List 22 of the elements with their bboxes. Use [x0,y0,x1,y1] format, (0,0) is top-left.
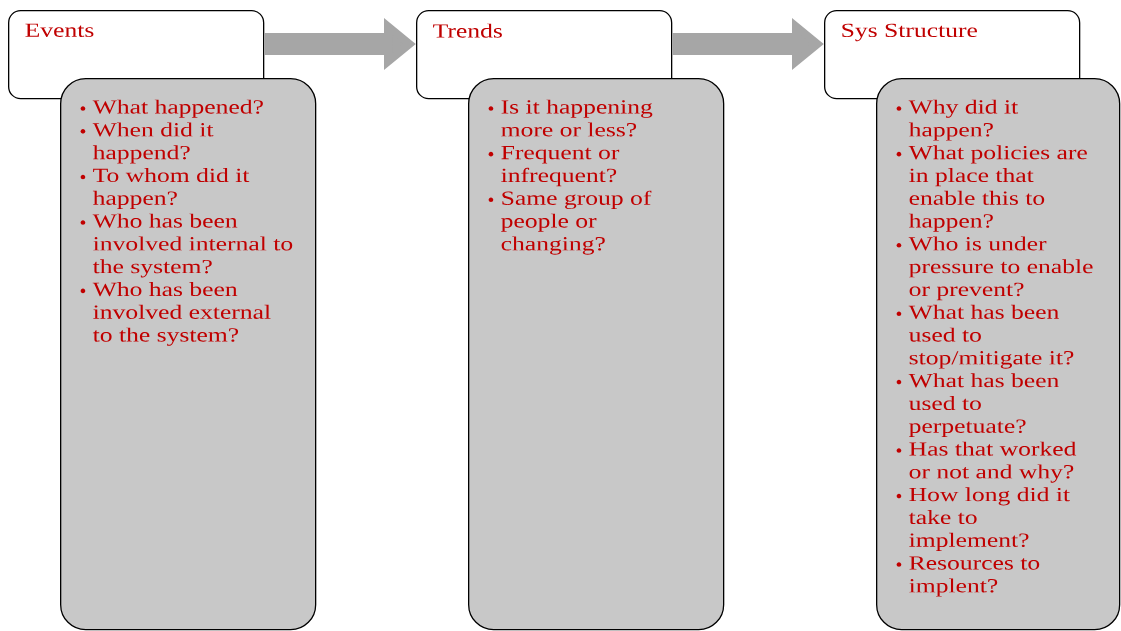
bullet-item: Why did it happen? [896,99,1018,141]
bullet-item: What policies are in place that enable this to happen? [896,145,1087,232]
bullet-item: Same group of people or changing? [488,190,652,255]
question-box [468,78,725,631]
bullet-item: When did it happend? [80,122,214,164]
bullet-item: Is it happening more or less? [488,99,653,137]
bullet-item: How long did it take to implement? [896,487,1070,551]
heading: Trends [433,23,502,38]
question-box [60,78,317,631]
bullet-item: Resources to implent? [896,556,1040,597]
heading: Sys Structure [842,23,977,42]
bullet-item: Who is under pressure to enable or prevent? [896,236,1093,301]
bullet-item: Has that worked or not and why? [896,441,1077,483]
bullet-item: To whom did it happen? [80,168,250,209]
bullet-item: Frequent or infrequent? [488,146,620,187]
bullet-item: Who has been involved external to the system? [80,282,271,346]
bullet-item: What happened? [80,99,263,118]
bullet-item: What has been used to perpetuate? [896,373,1059,437]
heading: Events [25,23,94,37]
question-box [876,78,1121,631]
bullet-item: What has been used to stop/mitigate it? [896,304,1074,369]
bullet-item: Who has been involved internal to the system? [80,213,293,278]
